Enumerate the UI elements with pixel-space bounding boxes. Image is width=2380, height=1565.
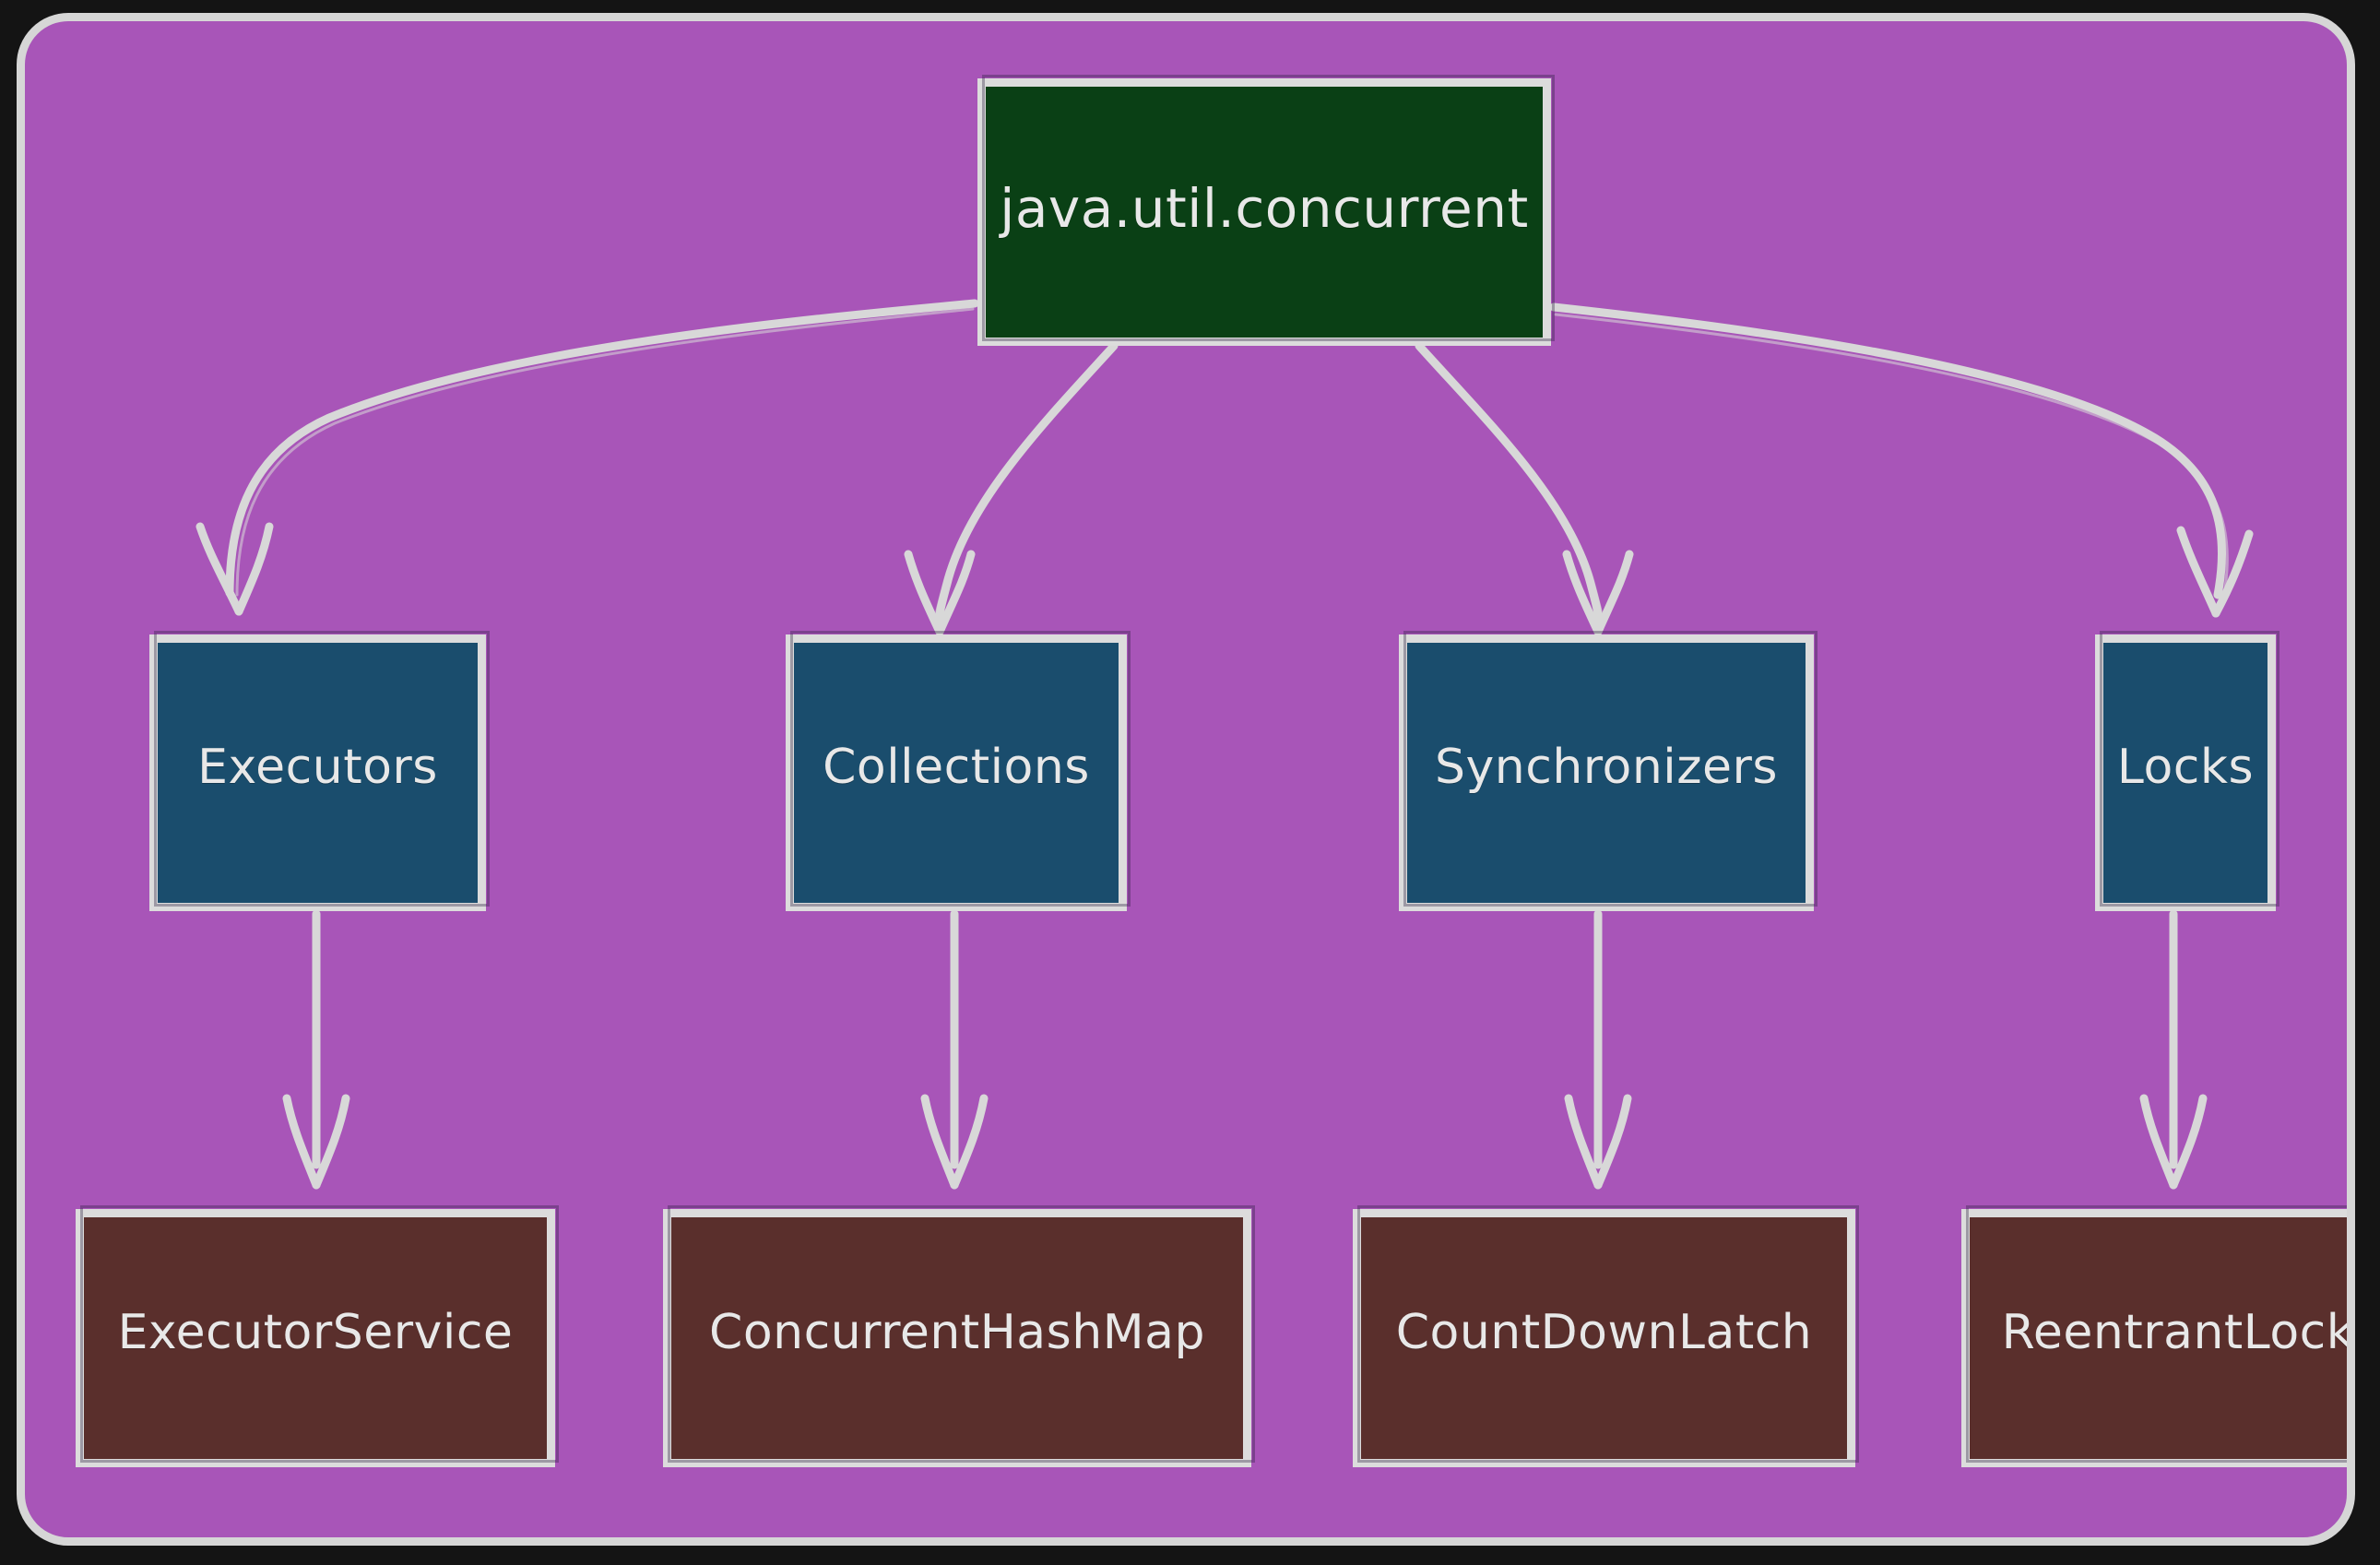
diagram-panel: java.util.concurrent Executors Collectio…	[17, 13, 2355, 1546]
node-collections[interactable]: Collections	[786, 631, 1131, 911]
node-reentrantlock[interactable]: ReentrantLock	[1961, 1205, 2355, 1467]
edge-synchronizers-countdownlatch	[1564, 909, 1632, 1190]
edge-executors-executorservice	[282, 909, 350, 1190]
node-executors[interactable]: Executors	[149, 631, 490, 911]
node-countdownlatch[interactable]: CountDownLatch	[1353, 1205, 1859, 1467]
node-label: ExecutorService	[117, 1305, 514, 1360]
node-label: Collections	[823, 740, 1090, 795]
node-label: Synchronizers	[1435, 740, 1778, 795]
node-label: Executors	[197, 740, 438, 795]
node-label: CountDownLatch	[1395, 1305, 1813, 1360]
node-label: Locks	[2116, 740, 2255, 795]
edge-root-synchronizers	[1415, 341, 1634, 636]
node-java-util-concurrent[interactable]: java.util.concurrent	[977, 75, 1555, 346]
edge-root-executors	[195, 299, 979, 616]
node-label: ConcurrentHashMap	[709, 1305, 1205, 1360]
edge-collections-concurrenthashmap	[920, 909, 989, 1190]
node-label: java.util.concurrent	[1000, 177, 1529, 240]
edge-root-collections	[904, 341, 1119, 636]
node-executorservice[interactable]: ExecutorService	[76, 1205, 559, 1467]
node-synchronizers[interactable]: Synchronizers	[1399, 631, 1818, 911]
node-label: ReentrantLock	[2001, 1305, 2355, 1360]
edge-locks-reentrantlock	[2139, 909, 2208, 1190]
edge-root-locks	[1549, 302, 2254, 618]
node-locks[interactable]: Locks	[2095, 631, 2279, 911]
node-concurrenthashmap[interactable]: ConcurrentHashMap	[663, 1205, 1255, 1467]
